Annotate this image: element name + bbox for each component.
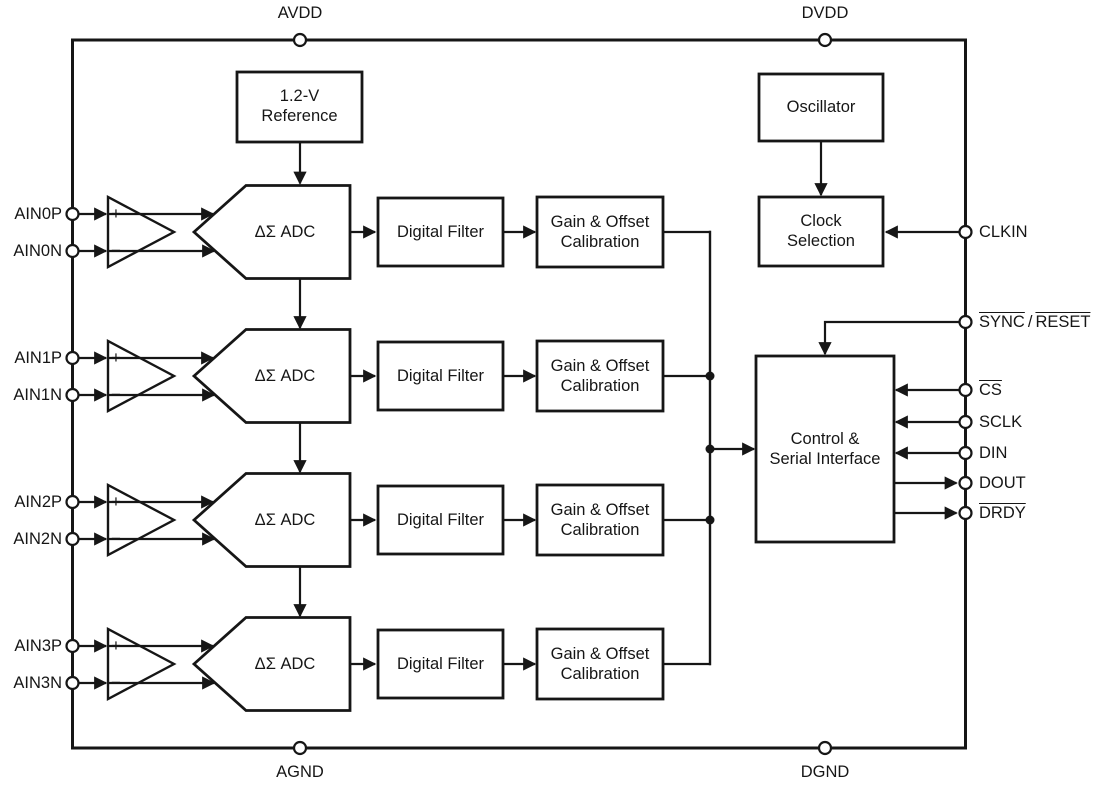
clock-selection-box — [757, 195, 885, 268]
pin-label-ain0n: AIN0N — [13, 242, 62, 260]
pin-label-ain0p: AIN0P — [14, 205, 62, 223]
junction-dot — [705, 515, 715, 525]
adc-label: ΔΣ ADC — [254, 223, 316, 241]
pin-ain2p — [65, 494, 80, 510]
cs-label: CS — [979, 381, 1002, 399]
clock-selection-line1: Clock — [800, 212, 842, 230]
pin-ain1p — [65, 350, 80, 366]
sync-reset-separator: / — [1027, 313, 1033, 331]
reset-label: RESET — [1035, 313, 1091, 331]
pin-label-drdy: DRDY — [979, 503, 1026, 523]
gain-offset-line1: Gain & Offset — [550, 213, 650, 231]
control-interface-line1: Control & — [790, 430, 860, 448]
pin-label-avdd: AVDD — [277, 4, 323, 22]
control-interface-label: Control & Serial Interface — [757, 429, 893, 469]
gain-offset-line2: Calibration — [560, 521, 640, 539]
pin-clkin — [958, 224, 973, 240]
gain-offset-line2: Calibration — [560, 233, 640, 251]
digital-filter-label: Digital Filter — [396, 655, 485, 673]
amp-triangle — [106, 627, 177, 701]
adc-label: ΔΣ ADC — [254, 655, 316, 673]
gain-offset-line2: Calibration — [560, 377, 640, 395]
gain-offset-label: Gain & Offset Calibration — [538, 356, 662, 396]
pin-sync-reset — [958, 314, 973, 330]
pin-label-sync-reset: SYNC/RESET — [979, 312, 1090, 332]
reference-line1: 1.2-V — [279, 87, 320, 105]
channel-0 — [79, 184, 711, 330]
arrow-sync-to-control — [818, 320, 960, 356]
pin-ain0p — [65, 206, 80, 222]
amp-plus-sign: + — [111, 348, 121, 367]
pin-agnd — [292, 740, 308, 756]
amp-minus-sign: − — [111, 673, 121, 692]
adc-label: ΔΣ ADC — [254, 511, 316, 529]
junction-dot — [705, 371, 715, 381]
amp-plus-sign: + — [111, 492, 121, 511]
pin-dout — [958, 475, 973, 491]
amp-minus-sign: − — [111, 529, 121, 548]
digital-filter-label: Digital Filter — [396, 223, 485, 241]
pin-ain3p — [65, 638, 80, 654]
pin-label-cs: CS — [979, 380, 1002, 400]
amp-minus-sign: − — [111, 241, 121, 260]
pin-label-clkin: CLKIN — [979, 223, 1028, 241]
gain-offset-line1: Gain & Offset — [550, 645, 650, 663]
pin-label-dout: DOUT — [979, 474, 1026, 492]
sync-label: SYNC — [979, 313, 1025, 331]
pin-label-ain1n: AIN1N — [13, 386, 62, 404]
pin-ain2n — [65, 531, 80, 547]
amp-triangle — [106, 339, 177, 413]
pin-drdy — [958, 505, 973, 521]
amp-minus-sign: − — [111, 385, 121, 404]
pin-ain3n — [65, 675, 80, 691]
pin-label-dvdd: DVDD — [801, 4, 849, 22]
clock-selection-label: Clock Selection — [760, 211, 882, 251]
pin-sclk — [958, 414, 973, 430]
control-interface-line2: Serial Interface — [769, 450, 881, 468]
pin-label-ain2p: AIN2P — [14, 493, 62, 511]
pin-ain1n — [65, 387, 80, 403]
drdy-label: DRDY — [979, 504, 1026, 522]
pin-din — [958, 445, 973, 461]
digital-filter-label: Digital Filter — [396, 367, 485, 385]
digital-filter-label: Digital Filter — [396, 511, 485, 529]
pin-label-agnd: AGND — [276, 763, 324, 781]
pin-label-ain3p: AIN3P — [14, 637, 62, 655]
channel-1 — [79, 328, 711, 474]
amp-plus-sign: + — [111, 636, 121, 655]
oscillator-label: Oscillator — [786, 98, 856, 116]
reference-label: 1.2-V Reference — [238, 86, 361, 126]
gain-offset-label: Gain & Offset Calibration — [538, 644, 662, 684]
pin-label-din: DIN — [979, 444, 1008, 462]
pin-cs — [958, 382, 973, 398]
pin-label-ain3n: AIN3N — [13, 674, 62, 692]
gain-offset-line1: Gain & Offset — [550, 357, 650, 375]
gain-offset-label: Gain & Offset Calibration — [538, 212, 662, 252]
control-interface-box — [754, 354, 896, 544]
channel-3 — [79, 616, 711, 712]
clock-selection-line2: Selection — [787, 232, 855, 250]
amp-triangle — [106, 483, 177, 557]
pin-dgnd — [817, 740, 833, 756]
pin-dvdd — [817, 32, 833, 48]
gain-offset-label: Gain & Offset Calibration — [538, 500, 662, 540]
amp-plus-sign: + — [111, 204, 121, 223]
reference-line2: Reference — [261, 107, 338, 125]
pin-label-dgnd: DGND — [800, 763, 850, 781]
gain-offset-line1: Gain & Offset — [550, 501, 650, 519]
adc-label: ΔΣ ADC — [254, 367, 316, 385]
pin-label-ain2n: AIN2N — [13, 530, 62, 548]
amp-triangle — [106, 195, 177, 269]
channel-2 — [79, 472, 711, 618]
gain-offset-line2: Calibration — [560, 665, 640, 683]
pin-ain0n — [65, 243, 80, 259]
pin-avdd — [292, 32, 308, 48]
pin-label-sclk: SCLK — [979, 413, 1023, 431]
pin-label-ain1p: AIN1P — [14, 349, 62, 367]
